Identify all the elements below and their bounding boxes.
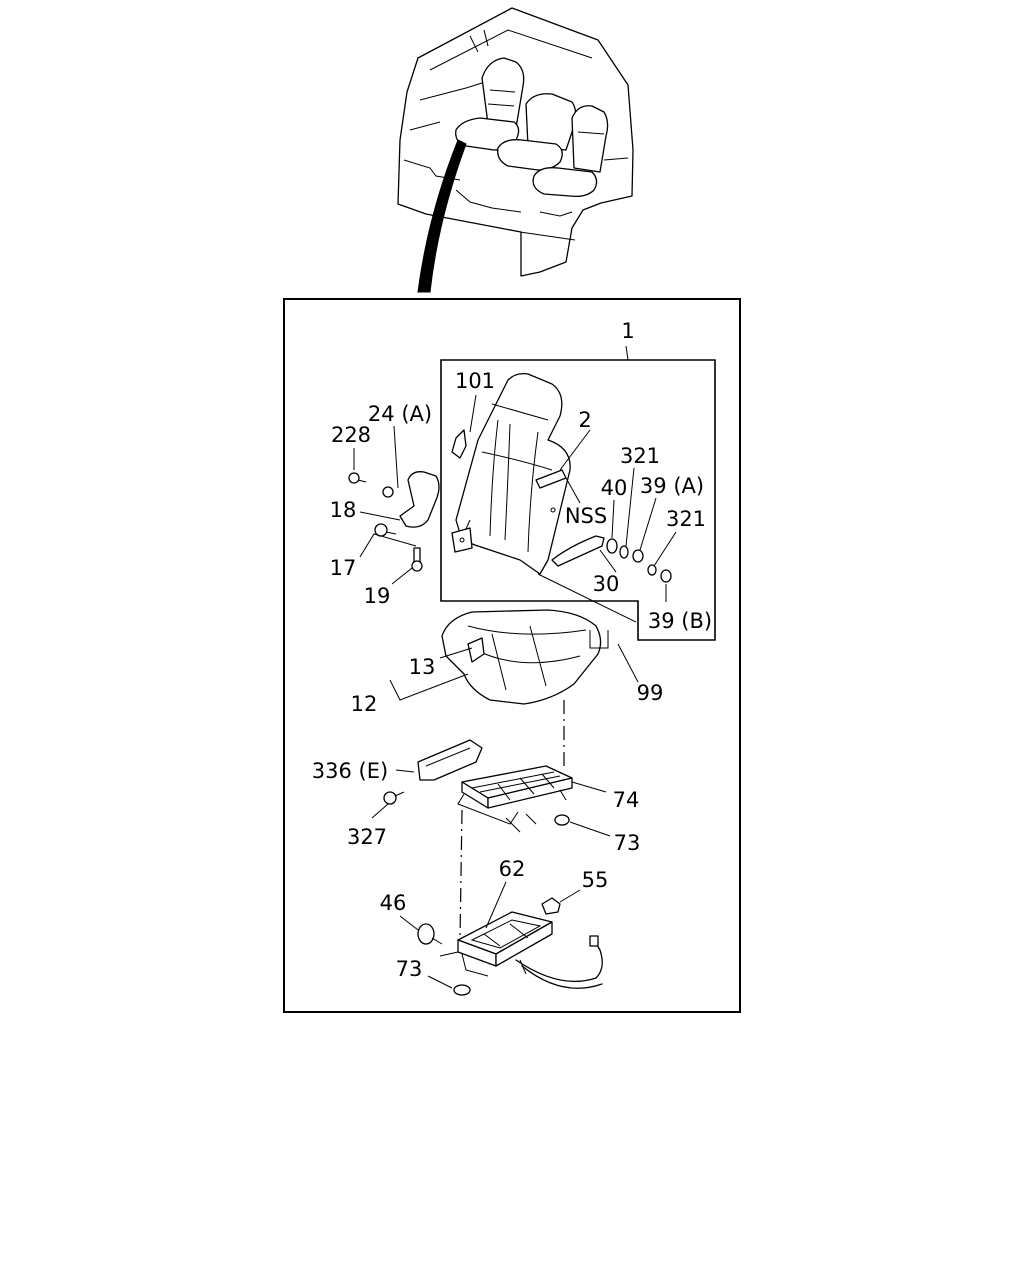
- part-30-lever: [551, 535, 605, 567]
- part-46-bolt: [417, 923, 443, 945]
- seat-assembly-box: [440, 359, 716, 641]
- label-part-73-lower: 73: [396, 957, 423, 981]
- vehicle-cab-illustration: [397, 7, 634, 277]
- label-part-17: 17: [330, 556, 357, 580]
- detail-pointer: [417, 139, 467, 293]
- part-62-riser: [457, 911, 603, 989]
- part-74-slide-rail: [457, 765, 573, 833]
- label-part-2: 2: [578, 408, 591, 432]
- label-part-12: 12: [351, 692, 378, 716]
- part-73-nut-lower: [453, 984, 471, 996]
- label-part-18: 18: [330, 498, 357, 522]
- label-part-19: 19: [364, 584, 391, 608]
- label-part-39a: 39 (A): [640, 474, 704, 498]
- part-40-bush: [606, 538, 618, 554]
- part-55-nut: [541, 897, 561, 915]
- part-327-screw: [383, 791, 405, 805]
- label-nss: NSS: [565, 504, 607, 528]
- seat-cushion: [441, 609, 602, 705]
- label-part-13: 13: [409, 655, 436, 679]
- part-19-screw: [411, 547, 423, 572]
- seat-back: [451, 372, 571, 575]
- label-part-40: 40: [601, 476, 628, 500]
- label-part-101: 101: [455, 369, 495, 393]
- part-228-screw: [348, 472, 367, 484]
- part-321-washer-b: [647, 564, 657, 576]
- part-39a-nut: [632, 549, 644, 563]
- label-part-39b: 39 (B): [648, 609, 712, 633]
- label-part-24a: 24 (A): [368, 402, 432, 426]
- part-39b-nut: [660, 569, 672, 583]
- part-101-clip: [451, 429, 467, 459]
- callout-labels: 1 101 2 24 (A) 228 18 17 19 NSS 321 40 3…: [312, 319, 712, 981]
- part-336e-cover: [417, 739, 483, 781]
- part-24-nut: [382, 486, 394, 498]
- leader-lines: [353, 394, 677, 989]
- label-part-55: 55: [582, 868, 609, 892]
- part-321-washer-a: [619, 545, 629, 559]
- label-part-74: 74: [613, 788, 640, 812]
- label-part-30: 30: [593, 572, 620, 596]
- label-part-321-a: 321: [620, 444, 660, 468]
- label-part-1: 1: [621, 319, 634, 343]
- label-part-62: 62: [499, 857, 526, 881]
- detail-frame: [283, 298, 741, 1013]
- label-part-336e: 336 (E): [312, 759, 388, 783]
- label-part-46: 46: [380, 891, 407, 915]
- label-part-99: 99: [637, 681, 664, 705]
- part-17-bolt: [374, 523, 397, 537]
- label-part-321-b: 321: [666, 507, 706, 531]
- part-24a-cover: [399, 471, 440, 528]
- label-part-73-upper: 73: [614, 831, 641, 855]
- label-part-327: 327: [347, 825, 387, 849]
- part-73-nut-upper: [554, 814, 570, 826]
- label-part-228: 228: [331, 423, 371, 447]
